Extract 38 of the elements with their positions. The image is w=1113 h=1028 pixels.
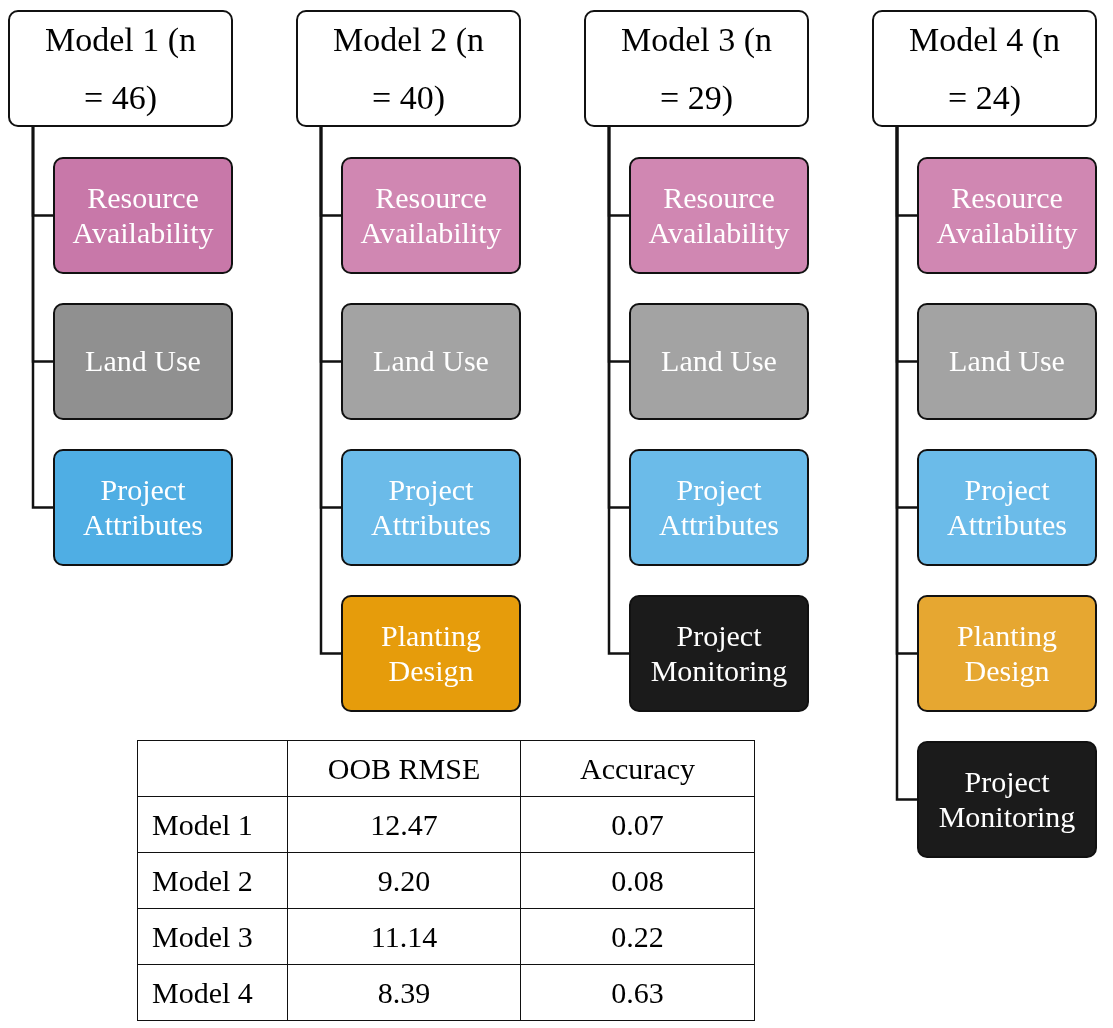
table-cell: 0.22 [520,908,755,965]
monitoring-box: Resource Availability [341,157,521,274]
design-box: Project Monitoring [917,741,1097,858]
table-cell: 12.47 [287,796,521,853]
land-use-box: Project Attributes [341,449,521,566]
model-header-box: Model 3 (n = 29) [584,10,809,127]
resource-box: Land Use [629,303,809,420]
monitoring-box: Project Monitoring [629,595,809,712]
attributes-box: Planting Design [917,595,1097,712]
monitoring-box: Resource Availability [917,157,1097,274]
attributes-box: Project Attributes [53,449,233,566]
column-header: Accuracy [520,740,755,797]
connector-line [607,127,629,655]
table-cell: 0.08 [520,852,755,909]
resource-box: Land Use [917,303,1097,420]
monitoring-box: Resource Availability [629,157,809,274]
table-cell: 11.14 [287,908,521,965]
connector-line [895,127,917,801]
row-header: Model 3 [137,908,288,965]
land-use-box: Land Use [53,303,233,420]
design-box: Planting Design [341,595,521,712]
resource-box: Resource Availability [53,157,233,274]
model-header-box: Model 1 (n = 46) [8,10,233,127]
table-cell: 0.07 [520,796,755,853]
resource-box: Land Use [341,303,521,420]
row-header: Model 1 [137,796,288,853]
row-header: Model 2 [137,852,288,909]
connector-line [31,127,53,509]
land-use-box: Project Attributes [629,449,809,566]
column-header: OOB RMSE [287,740,521,797]
land-use-box: Project Attributes [917,449,1097,566]
connector-line [319,127,341,655]
model-header-box: Model 4 (n = 24) [872,10,1097,127]
table-cell: 0.63 [520,964,755,1021]
row-header: Model 4 [137,964,288,1021]
table-cell: 9.20 [287,852,521,909]
model-header-box: Model 2 (n = 40) [296,10,521,127]
table-cell: 8.39 [287,964,521,1021]
